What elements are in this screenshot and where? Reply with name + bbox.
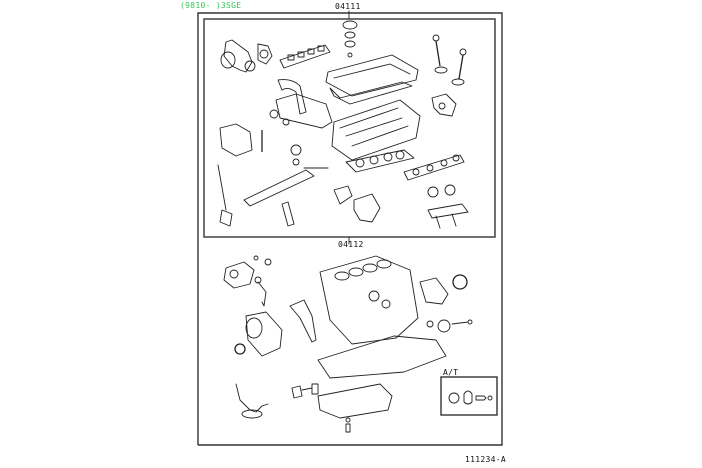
crankshaft-front-oil-seal[interactable] — [234, 343, 246, 355]
pcv-valve[interactable] — [291, 383, 319, 399]
at-inset[interactable] — [440, 376, 498, 416]
intake-valve[interactable] — [432, 34, 448, 74]
exhaust-valve[interactable] — [451, 48, 467, 86]
fuel-injector[interactable] — [281, 201, 295, 227]
group-label-04112[interactable]: 04112 — [338, 240, 364, 249]
illustration-id: 111234-A — [465, 455, 506, 464]
cylinder-head-gasket[interactable] — [345, 149, 415, 173]
oil-strainer[interactable] — [235, 383, 269, 419]
outer-frame — [197, 12, 503, 446]
oil-filler-cap-gasket[interactable] — [342, 20, 358, 58]
cylinder-block[interactable] — [319, 255, 419, 345]
head-cover-gasket[interactable] — [329, 81, 413, 105]
timing-belt-plate[interactable] — [289, 299, 317, 343]
water-pump[interactable] — [223, 255, 272, 289]
timing-belt-cover[interactable] — [269, 93, 333, 129]
intake-manifold-gasket[interactable] — [279, 44, 331, 69]
cylinder-head-cover[interactable] — [325, 54, 419, 97]
cylinder-head[interactable] — [331, 99, 421, 161]
exhaust-pipe-gaskets[interactable] — [427, 184, 469, 229]
water-pump-housing-upper[interactable] — [431, 93, 457, 117]
water-outlet-housing[interactable] — [220, 39, 256, 73]
oil-drain-plug[interactable] — [345, 417, 351, 433]
outlet-gasket[interactable] — [257, 43, 273, 65]
rear-oil-seal-retainer[interactable] — [419, 274, 468, 305]
group-label-04111[interactable]: 04111 — [335, 2, 361, 11]
applicability-code: (9810- )3SGE — [180, 1, 242, 10]
oil-pan[interactable] — [317, 335, 447, 419]
water-inlet-pipe[interactable] — [254, 276, 267, 307]
fuel-delivery-pipe[interactable] — [243, 144, 329, 207]
engine-mount-bracket[interactable] — [219, 123, 263, 157]
oil-filter-bracket[interactable] — [426, 319, 473, 333]
thermostat-housing[interactable] — [333, 185, 381, 223]
inset-label-at: A/T — [443, 368, 459, 377]
group-box-04111[interactable] — [203, 18, 496, 238]
camshaft-housing-cover[interactable] — [277, 79, 307, 115]
oil-pump[interactable] — [245, 311, 283, 357]
oil-level-gauge[interactable] — [217, 164, 233, 227]
exhaust-manifold-gasket[interactable] — [403, 154, 465, 181]
